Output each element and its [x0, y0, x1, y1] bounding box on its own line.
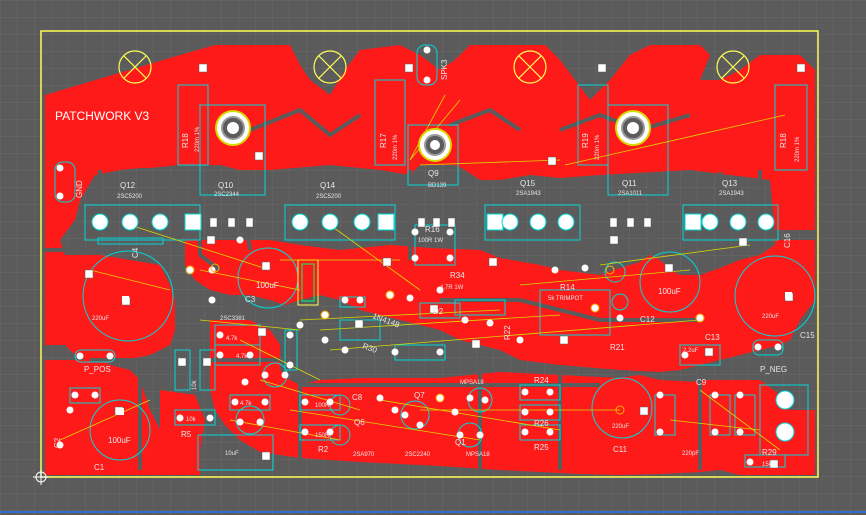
ref-r22: R22: [503, 325, 512, 340]
ref-q10: Q10: [218, 181, 234, 190]
ref-q1: Q1: [455, 438, 466, 447]
ref-c8: C8: [352, 393, 363, 402]
ref-r5: R5: [181, 430, 192, 439]
heatsink-hole-icon: [418, 128, 452, 162]
val-c4: 100uF: [256, 281, 279, 290]
val-r5: 10k: [186, 417, 197, 423]
ref-c1: C1: [94, 463, 105, 472]
ref-c9: C9: [696, 378, 707, 387]
copper-pour-left: [45, 240, 205, 475]
ref-r18a: R18: [181, 133, 190, 148]
val-r2b: 100R: [315, 403, 330, 409]
ref-r16: R16: [425, 225, 440, 234]
orange-vias[interactable]: [185, 263, 705, 415]
part-q10: 2SC2344: [214, 192, 240, 198]
part-q6: 2SC2240: [405, 452, 431, 458]
heatsink-hole-icon: [615, 110, 651, 146]
pads[interactable]: [91, 213, 795, 442]
ref-q13: Q13: [722, 179, 738, 188]
ref-r17: R17: [379, 133, 388, 148]
val-r18b: 220m 1%: [795, 136, 801, 162]
val-input: 10uF: [225, 451, 239, 457]
ref-c4: C4: [131, 247, 140, 258]
val-r14: 5k TRIMPOT: [548, 296, 583, 302]
ref-q9: Q9: [428, 169, 439, 178]
silkscreen: [54, 44, 816, 471]
ref-q14: Q14: [320, 181, 336, 190]
silk-text: PATCHWORK V3 Q12 2SC5200 Q10 2SC2344 Q14…: [53, 59, 815, 472]
ref-r26: R26: [534, 419, 549, 428]
val-c15: 220uF: [762, 314, 779, 320]
ref-d2: D2: [433, 307, 444, 316]
val-r2: 150R: [315, 433, 330, 439]
heatsink-hole-icon: [215, 110, 251, 146]
ratsnest: [59, 94, 786, 451]
val-r29: 15k: [762, 462, 773, 468]
part-q7: 2SA970: [353, 452, 375, 458]
val-r16: 100R 1W: [418, 238, 443, 244]
ref-r29: R29: [762, 448, 777, 457]
val-c11: 220uF: [612, 424, 629, 430]
val-r3: 4.7k: [240, 401, 252, 407]
ref-q7: Q7: [414, 391, 425, 400]
board-title: PATCHWORK V3: [55, 109, 150, 123]
mounting-hole-icon: [313, 50, 347, 84]
ref-c15: C15: [800, 331, 815, 340]
ref-r25: R25: [534, 443, 549, 452]
ref-r2: R2: [318, 445, 329, 454]
part-q2: MPSA18: [460, 380, 484, 386]
ref-c13: C13: [705, 333, 720, 342]
part-q1: MPSA18: [466, 452, 490, 458]
ref-r14: R14: [560, 283, 575, 292]
part-q11: 2SA1011: [618, 191, 643, 197]
ref-r18b: R18: [779, 133, 788, 148]
polarity-marks: [117, 292, 792, 415]
val-r18a: 220m 1%: [195, 126, 201, 152]
part-q9: BD139: [428, 183, 447, 189]
via-pads[interactable]: [56, 46, 782, 466]
val-rk: 4.7k: [236, 354, 248, 360]
val-c3: 220uF: [92, 316, 109, 322]
ref-gnd: GND: [75, 180, 84, 198]
ref-r34: R34: [450, 271, 465, 280]
part-q14: 2SC5200: [316, 194, 342, 200]
mounting-hole-icon: [513, 50, 547, 84]
net-p-neg: P_NEG: [760, 365, 787, 374]
ref-c2: C2: [53, 437, 62, 448]
mounting-holes[interactable]: [118, 50, 750, 84]
val-rk2: 4.7k: [226, 336, 238, 342]
ref-r21: R21: [610, 343, 625, 352]
val-c1: 100uF: [108, 436, 131, 445]
board-outline[interactable]: [40, 30, 819, 478]
val-c13: 2.2uF: [683, 348, 699, 354]
val-r7: 10k: [192, 379, 198, 390]
part-q3: 2SC3381: [220, 316, 246, 322]
val-c12: 100uF: [658, 287, 681, 296]
part-q13: 2SA1943: [719, 191, 744, 197]
val-c9: 220pF: [682, 451, 699, 457]
ref-c16: C16: [783, 233, 792, 248]
ref-c11: C11: [613, 445, 628, 454]
ref-r19: R19: [581, 133, 590, 148]
mounting-hole-icon: [118, 50, 152, 84]
origin-crosshair-icon: [33, 469, 49, 485]
ref-q11: Q11: [622, 179, 637, 188]
large-pads[interactable]: [215, 110, 651, 162]
mounting-hole-icon: [716, 50, 750, 84]
val-r19: 220m 1%: [595, 134, 601, 160]
ref-q12: Q12: [120, 181, 136, 190]
part-q15: 2SA1943: [516, 191, 541, 197]
ref-spk3: SPK3: [440, 59, 449, 80]
part-q12: 2SC5200: [117, 194, 143, 200]
ref-q15: Q15: [520, 179, 536, 188]
ref-r24: R24: [534, 376, 549, 385]
net-p-pos: P_POS: [84, 365, 111, 374]
val-r34: 4.7R 1W: [440, 285, 464, 291]
ref-q6: Q6: [354, 418, 365, 427]
copper-pour-bottom: [210, 320, 815, 475]
ref-c3: C3: [245, 295, 256, 304]
ref-c12: C12: [640, 315, 655, 324]
val-r17: 220m 1%: [393, 134, 399, 160]
